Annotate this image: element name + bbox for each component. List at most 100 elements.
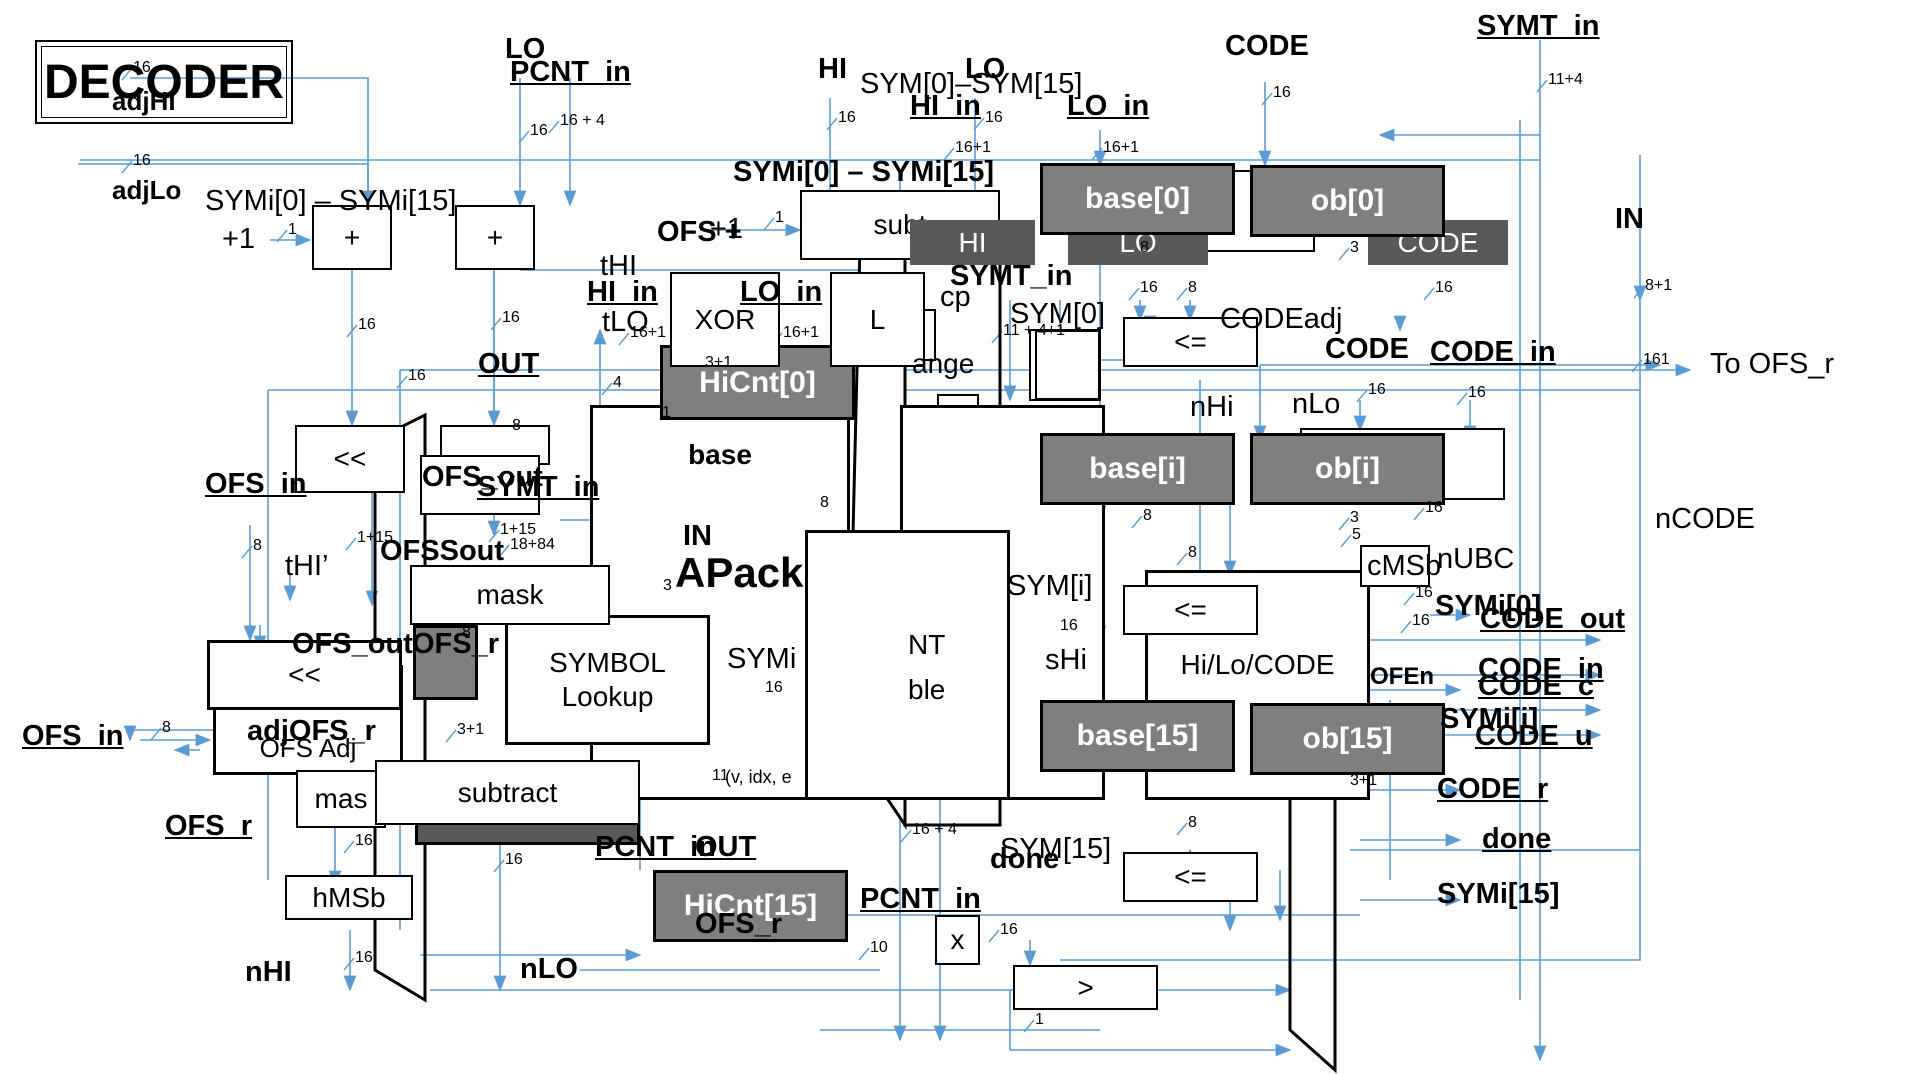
bit-tick	[1536, 79, 1548, 93]
nlo-mid-label: nLo	[1292, 388, 1341, 420]
out-bottom-label: OUT	[695, 831, 757, 863]
title-text: DECODER	[43, 55, 285, 109]
ofs-r-1-label: OFS_r	[412, 628, 500, 660]
to-ofs-r-label: To OFS_r	[1710, 348, 1835, 380]
bit-tick	[618, 332, 630, 346]
adder-2-label: +	[486, 221, 504, 253]
bit-tick	[518, 130, 530, 144]
thi-prime-label: tHI’	[285, 550, 329, 582]
v-idx-label: (v, idx, e	[725, 767, 792, 787]
bit-tick	[488, 529, 500, 543]
code-out-right-label: CODE_out	[1480, 603, 1625, 635]
bit-tick	[1413, 507, 1425, 521]
sym-range-label: SYM[0]–SYM[15]	[860, 68, 1083, 100]
cmsb-box	[1360, 545, 1430, 587]
ofs-plus-label: OFS +	[657, 216, 742, 248]
bit-tick	[493, 859, 505, 873]
mask-2-label: mas	[314, 783, 368, 815]
bit-label: 16	[1435, 279, 1453, 296]
bit-label: 3+1	[1350, 772, 1378, 789]
code-c-right-label: CODE_c	[1478, 670, 1595, 702]
bit-tick	[1340, 534, 1352, 548]
bit-label: 11 + 4+1	[1003, 322, 1065, 339]
tlo-label: tLO	[602, 306, 649, 338]
hi-reg-box: HI	[910, 220, 1035, 265]
done-right-label: done	[1482, 823, 1552, 855]
base-15-label: base[15]	[1076, 719, 1199, 752]
hmsb-box: hMSb	[285, 875, 413, 920]
bit-label: 18+84	[510, 536, 555, 553]
bit-tick	[1023, 1019, 1035, 1033]
cnt-table-front: NT ble	[805, 530, 1010, 800]
bit-label: 11+4	[1548, 71, 1583, 88]
hicnt-0-label: HiCnt[0]	[699, 365, 816, 399]
symi0-right-label: SYMi[0]	[1435, 590, 1542, 622]
bit-label: 8	[512, 417, 521, 434]
apack-label: APack	[675, 549, 804, 596]
bit-tick	[1176, 552, 1188, 566]
symi-center-label: SYMi	[727, 643, 797, 675]
ofs-r-bottom-label: OFS_r	[695, 908, 783, 940]
hi-in-top-label: HI_in	[910, 90, 981, 122]
ob-15-box: ob[15]	[1250, 703, 1445, 775]
bit-label: 16	[358, 316, 376, 333]
out-mid-label: OUT	[478, 348, 540, 380]
bit-label: 3+1	[457, 721, 485, 738]
cnt-table-b-label: ble	[908, 674, 946, 705]
cp-label: cp	[940, 281, 971, 313]
pcnt-in-bottom-label: PCNT_in	[595, 831, 716, 863]
range-box: ange	[912, 330, 1100, 400]
cmp-i-label: <=	[1174, 594, 1207, 626]
bit-label: 10	[870, 939, 888, 956]
bit-tick	[1403, 592, 1415, 606]
xor-label: XOR	[694, 303, 756, 335]
base-15-box: base[15]	[1040, 700, 1235, 772]
bit-label: 1	[662, 404, 671, 421]
hilocode-gen-label: Hi/Lo/CODE	[1180, 649, 1335, 680]
range-label: ange	[912, 348, 975, 379]
bit-label: 16	[408, 367, 426, 384]
bit-label: 16	[765, 679, 783, 696]
bit-label: 16	[355, 832, 373, 849]
hicnt-15-box: HiCnt[15]	[653, 870, 848, 942]
xor-box: XOR	[670, 272, 780, 367]
ob-15-label: ob[15]	[1302, 722, 1393, 755]
bit-label: 16	[1060, 617, 1078, 634]
sym-i-label: SYM[i]	[1007, 570, 1093, 602]
base-0-box: base[0]	[1040, 163, 1235, 235]
bit-label: 1	[288, 221, 297, 238]
bit-tick	[121, 160, 133, 174]
ofs-out-box	[420, 455, 540, 515]
ofs-in-1-label: OFS_in	[205, 468, 307, 500]
greater-box: >	[1013, 965, 1158, 1010]
multiply-box: x	[935, 915, 980, 965]
bit-tick	[763, 217, 775, 231]
bit-tick	[1176, 822, 1188, 836]
adjhi-label: adjHI	[112, 86, 176, 116]
bit-label: 3	[1350, 509, 1359, 526]
lo-top2-label: LO	[965, 53, 1006, 85]
bit-label: 16	[133, 59, 151, 76]
bit-label: 16	[355, 949, 373, 966]
bit-label: 1+15	[357, 529, 394, 546]
bit-label: 8	[162, 719, 171, 736]
mask-box: mask	[410, 565, 610, 625]
adder-1-box: +	[312, 205, 392, 270]
in-center-label: IN	[683, 520, 712, 552]
bit-label: 8	[1188, 544, 1197, 561]
ofen-label: OFEn	[1370, 663, 1434, 690]
symt-in-mid-label: SYMT_in	[950, 260, 1073, 292]
bit-tick	[345, 537, 357, 551]
bit-tick	[1091, 147, 1103, 161]
cnt-table-a-label: NT	[908, 629, 946, 660]
symi-i-right-label: SYMi[i]	[1440, 703, 1539, 735]
code-in-mid-label: CODE_in	[1430, 336, 1556, 368]
cmp-15-box: <=	[1123, 852, 1258, 902]
bit-label: 8	[1188, 814, 1197, 831]
base-i-label: base[i]	[1089, 452, 1186, 485]
lo-top-label: LO	[505, 33, 546, 65]
ncode-label: nCODE	[1655, 503, 1755, 535]
bit-label: 8+1	[1645, 277, 1673, 294]
ofs-r-2-label: OFS_r	[165, 810, 253, 842]
bit-tick	[1400, 620, 1412, 634]
